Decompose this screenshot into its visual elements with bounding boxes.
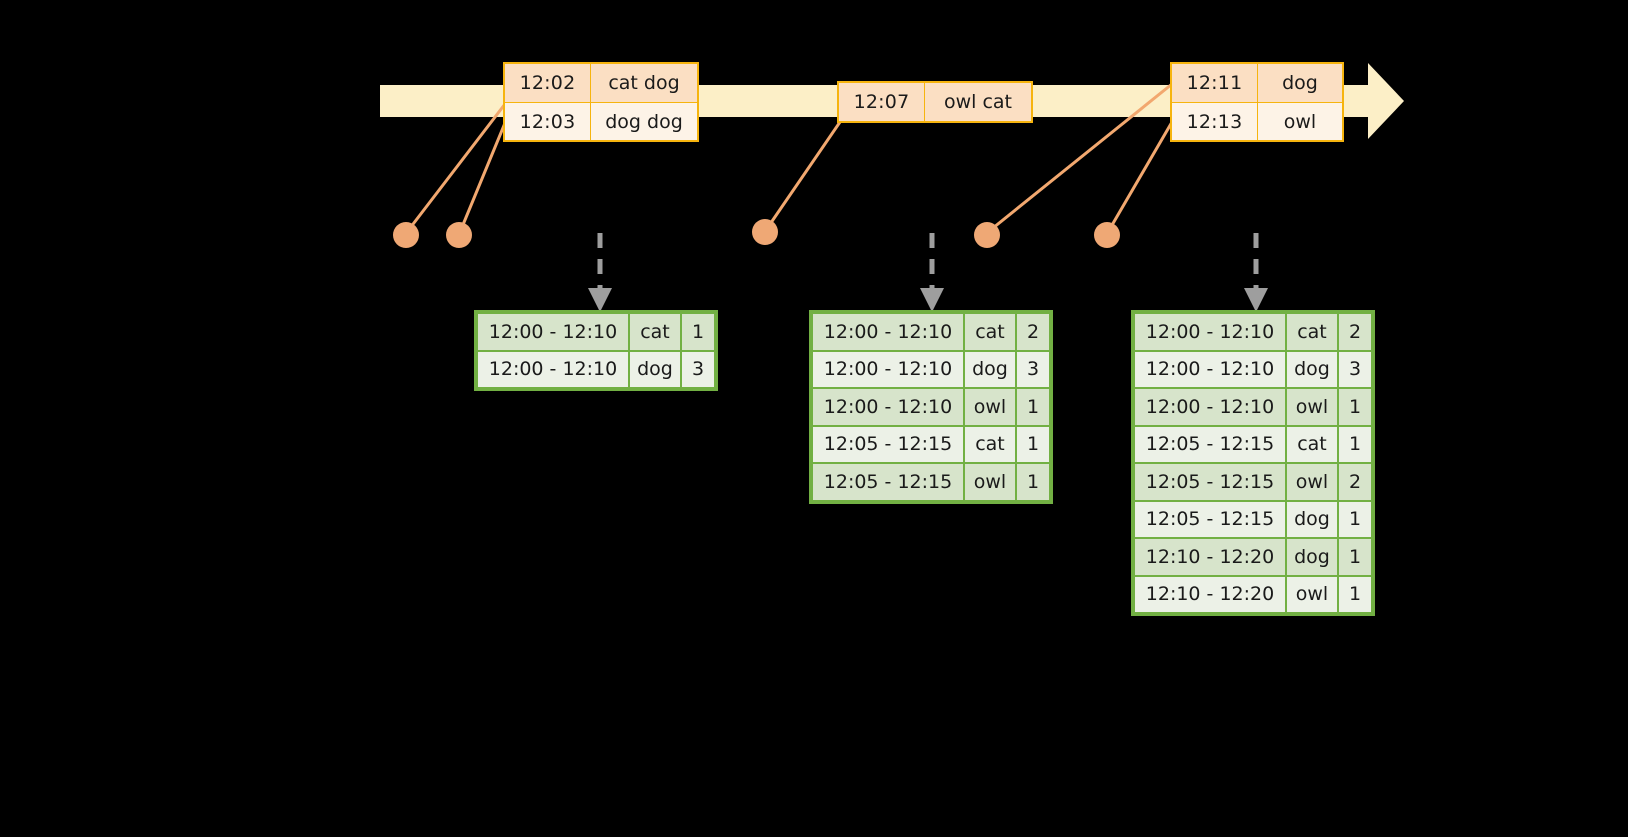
emit-arrows <box>588 233 1268 312</box>
cell-word: cat <box>1287 314 1337 350</box>
event-words: cat dog <box>608 72 680 94</box>
cell-count: 1 <box>682 314 714 350</box>
event-group-2[interactable]: 12:07 owl cat <box>837 81 1033 123</box>
cell-word: cat <box>630 314 680 350</box>
cell-window: 12:00 - 12:10 <box>813 314 963 350</box>
event-row[interactable]: 12:02 cat dog <box>505 64 697 102</box>
cell-count: 3 <box>1017 351 1049 387</box>
event-words: owl cat <box>943 91 1013 113</box>
cell-count: 2 <box>1339 464 1371 500</box>
event-time: 12:07 <box>839 83 925 121</box>
cell-word: dog <box>1287 539 1337 575</box>
cell-window: 12:00 - 12:10 <box>813 351 963 387</box>
event-words: owl <box>1283 110 1317 133</box>
cell-count: 1 <box>1339 501 1371 537</box>
connector-dot-1211 <box>974 222 1000 248</box>
cell-window: 12:00 - 12:10 <box>478 351 628 387</box>
cell-word: cat <box>1287 426 1337 462</box>
cell-word: cat <box>965 426 1015 462</box>
cell-count: 1 <box>1017 389 1049 425</box>
connector-line-1202 <box>405 102 507 234</box>
cell-window: 12:00 - 12:10 <box>1135 351 1285 387</box>
event-time: 12:02 <box>505 64 591 102</box>
cell-count: 2 <box>1017 314 1049 350</box>
event-words: dog <box>1282 72 1318 94</box>
cell-window: 12:00 - 12:10 <box>478 314 628 350</box>
cell-word: owl <box>1287 464 1337 500</box>
cell-window: 12:10 - 12:20 <box>1135 539 1285 575</box>
connector-dot-1203 <box>446 222 472 248</box>
cell-word: dog <box>1287 351 1337 387</box>
event-row[interactable]: 12:07 owl cat <box>839 83 1031 121</box>
connector-line-1203 <box>458 121 507 234</box>
emit-arrow-1 <box>588 233 612 312</box>
event-row[interactable]: 12:03 dog dog <box>505 102 697 140</box>
cell-window: 12:00 - 12:10 <box>1135 314 1285 350</box>
cell-word: dog <box>1287 501 1337 537</box>
event-connector-dots <box>393 219 1120 248</box>
cell-count: 3 <box>682 351 714 387</box>
connector-dot-1202 <box>393 222 419 248</box>
cell-window: 12:05 - 12:15 <box>1135 501 1285 537</box>
cell-window: 12:05 - 12:15 <box>1135 426 1285 462</box>
cell-window: 12:05 - 12:15 <box>813 426 963 462</box>
cell-word: owl <box>1287 576 1337 612</box>
event-time: 12:11 <box>1172 64 1258 102</box>
cell-window: 12:05 - 12:15 <box>1135 464 1285 500</box>
cell-count: 1 <box>1339 539 1371 575</box>
cell-window: 12:10 - 12:20 <box>1135 576 1285 612</box>
cell-count: 1 <box>1017 426 1049 462</box>
cell-count: 1 <box>1017 464 1049 500</box>
event-words: dog dog <box>605 110 683 133</box>
cell-word: cat <box>965 314 1015 350</box>
cell-word: dog <box>630 351 680 387</box>
connector-line-1207 <box>764 120 842 232</box>
cell-count: 3 <box>1339 351 1371 387</box>
event-time: 12:13 <box>1172 103 1258 140</box>
cell-word: owl <box>965 389 1015 425</box>
cell-count: 1 <box>1339 426 1371 462</box>
connector-dot-1207 <box>752 219 778 245</box>
event-time: 12:03 <box>505 103 591 140</box>
emit-arrow-2 <box>920 233 944 312</box>
event-group-3[interactable]: 12:11 dog 12:13 owl <box>1170 62 1344 142</box>
event-row[interactable]: 12:13 owl <box>1172 102 1342 140</box>
cell-window: 12:00 - 12:10 <box>813 389 963 425</box>
connector-dot-1213 <box>1094 222 1120 248</box>
cell-word: owl <box>965 464 1015 500</box>
cell-count: 1 <box>1339 389 1371 425</box>
event-group-1[interactable]: 12:02 cat dog 12:03 dog dog <box>503 62 699 142</box>
event-row[interactable]: 12:11 dog <box>1172 64 1342 102</box>
emit-arrow-3 <box>1244 233 1268 312</box>
connector-line-1213 <box>1106 120 1174 234</box>
cell-window: 12:05 - 12:15 <box>813 464 963 500</box>
cell-count: 1 <box>1339 576 1371 612</box>
cell-word: dog <box>965 351 1015 387</box>
cell-count: 2 <box>1339 314 1371 350</box>
cell-window: 12:00 - 12:10 <box>1135 389 1285 425</box>
cell-word: owl <box>1287 389 1337 425</box>
